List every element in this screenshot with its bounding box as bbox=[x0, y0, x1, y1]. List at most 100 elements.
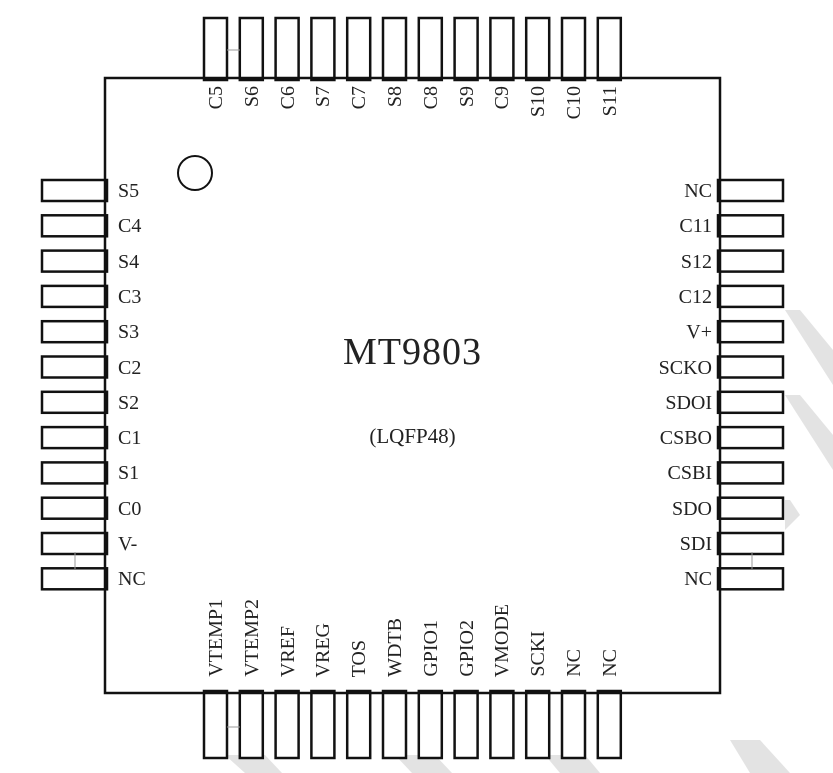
pin-label-bottom: GPIO1 bbox=[419, 620, 442, 677]
pin-label-right: SCKO bbox=[658, 356, 712, 379]
pin-left bbox=[40, 284, 109, 309]
pin-label-left: C4 bbox=[118, 215, 142, 238]
pin-right bbox=[716, 355, 785, 379]
pin-right bbox=[716, 496, 785, 520]
watermark-stripe bbox=[730, 740, 790, 773]
pin-right bbox=[716, 567, 785, 591]
pin-label-right: SDOI bbox=[665, 391, 712, 414]
pin-bottom bbox=[202, 689, 229, 760]
pin-label-top: C10 bbox=[563, 86, 585, 120]
watermark-stripe bbox=[545, 755, 600, 773]
pin-right bbox=[716, 461, 785, 485]
pin-label-top: C8 bbox=[419, 86, 442, 110]
pin-label-right: NC bbox=[684, 180, 712, 202]
pin-top bbox=[453, 16, 479, 82]
pin-left bbox=[40, 567, 109, 591]
pin-label-top: S8 bbox=[384, 86, 406, 108]
pin-label-top: C6 bbox=[276, 86, 299, 110]
pin-bottom bbox=[345, 689, 372, 760]
pin-top bbox=[417, 16, 444, 82]
pin-label-bottom: WDTB bbox=[384, 618, 406, 677]
pin-right bbox=[716, 425, 785, 450]
pin-label-bottom: NC bbox=[598, 649, 621, 677]
pin-right bbox=[716, 319, 785, 344]
pin-top bbox=[560, 16, 587, 82]
pin-left bbox=[40, 319, 109, 344]
pin-left bbox=[40, 249, 109, 273]
pin-top bbox=[524, 16, 551, 82]
watermark-stripe bbox=[225, 755, 282, 773]
pin-label-right: S12 bbox=[680, 250, 712, 273]
pin-label-bottom: VTEMP1 bbox=[205, 599, 227, 677]
pin-label-bottom: VMODE bbox=[491, 603, 514, 677]
pin-label-top: S6 bbox=[240, 86, 263, 108]
pin-label-left: S3 bbox=[118, 321, 140, 344]
pin-bottom bbox=[417, 689, 444, 760]
watermark-stripe bbox=[785, 395, 833, 470]
pin-label-top: S10 bbox=[527, 86, 550, 118]
pin-top bbox=[202, 16, 229, 82]
pin-left bbox=[40, 425, 109, 450]
pin-label-left: C0 bbox=[118, 497, 142, 520]
pin-label-left: C1 bbox=[118, 427, 142, 450]
pin-label-right: V+ bbox=[686, 321, 712, 344]
pin-label-right: NC bbox=[684, 568, 712, 591]
pin-label-right: CSBO bbox=[659, 427, 712, 450]
pin1-marker bbox=[177, 155, 213, 191]
pin-bottom bbox=[453, 689, 479, 760]
pin-left bbox=[40, 214, 109, 238]
pin-label-bottom: GPIO2 bbox=[455, 620, 478, 677]
pin-label-right: C11 bbox=[679, 215, 712, 238]
pin-left bbox=[40, 355, 109, 379]
pin-left bbox=[40, 390, 109, 415]
pin-right bbox=[716, 284, 785, 309]
pin-label-top: C9 bbox=[491, 86, 514, 110]
chip-name: MT9803 bbox=[343, 331, 482, 373]
pin-label-left: S4 bbox=[118, 250, 140, 273]
pin-bottom bbox=[274, 689, 300, 760]
pin-label-left: S5 bbox=[118, 180, 140, 202]
pin-bottom bbox=[524, 689, 551, 760]
pin-label-top: C7 bbox=[348, 86, 371, 110]
pin-top bbox=[596, 16, 623, 82]
pin-label-top: C5 bbox=[205, 86, 227, 110]
pin-label-top: S9 bbox=[455, 86, 478, 108]
pin-label-left: C3 bbox=[118, 285, 142, 308]
pin-bottom bbox=[381, 689, 408, 760]
pin-label-right: SDI bbox=[679, 533, 712, 555]
pin-bottom bbox=[310, 689, 336, 760]
pin-right bbox=[716, 178, 785, 203]
chip-body bbox=[103, 76, 722, 695]
pin-left bbox=[40, 496, 109, 520]
watermark-stripe bbox=[785, 310, 833, 385]
pin-bottom bbox=[489, 689, 515, 760]
pin-label-bottom: VREF bbox=[276, 625, 299, 677]
pin-label-top: S11 bbox=[598, 86, 621, 117]
pin-right bbox=[716, 390, 785, 415]
pin-label-left: C2 bbox=[118, 356, 142, 379]
pin-label-top: S7 bbox=[312, 86, 335, 108]
pin-right bbox=[716, 214, 785, 238]
pin-left bbox=[40, 531, 109, 556]
pin-bottom bbox=[596, 689, 623, 760]
pin-bottom bbox=[560, 689, 587, 760]
pin-label-right: SDO bbox=[671, 497, 712, 520]
pin-left bbox=[40, 461, 109, 485]
pin-top bbox=[381, 16, 408, 82]
pin-label-right: CSBI bbox=[667, 462, 712, 485]
watermark-stripe bbox=[395, 755, 452, 773]
pin-label-left: V- bbox=[118, 533, 138, 555]
package-label: (LQFP48) bbox=[369, 424, 456, 448]
pin-label-right: C12 bbox=[678, 285, 712, 308]
pin-right bbox=[716, 531, 785, 556]
pin-top bbox=[345, 16, 372, 82]
pin-label-bottom: VREG bbox=[312, 622, 335, 677]
pin-top bbox=[274, 16, 300, 82]
pin-top bbox=[489, 16, 515, 82]
pin-label-bottom: NC bbox=[563, 649, 585, 677]
pin-right bbox=[716, 249, 785, 273]
pin-label-left: S2 bbox=[118, 391, 140, 414]
